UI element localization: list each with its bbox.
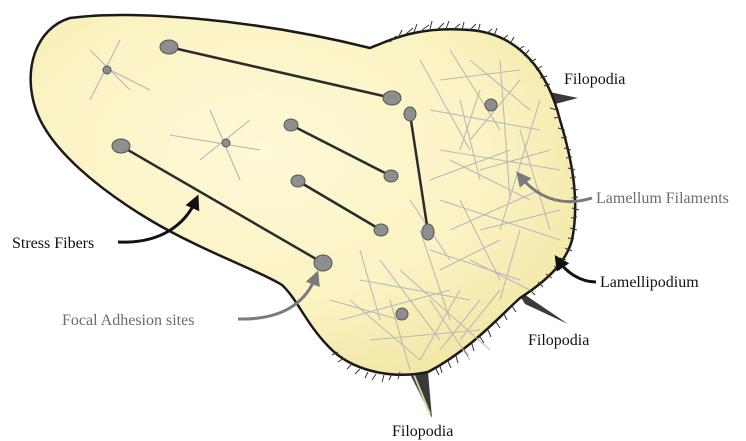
adhesion-site (112, 139, 130, 153)
adhesion-site (160, 40, 178, 54)
label-focal-adhesion-sites: Focal Adhesion sites (62, 312, 194, 329)
adhesion-site (374, 224, 388, 236)
adhesion-site (422, 224, 434, 240)
label-filopodia-bottom: Filopodia (392, 423, 453, 440)
adhesion-site (314, 255, 332, 271)
adhesion-site (396, 308, 408, 320)
lamellipodium-arrow (558, 260, 596, 282)
adhesion-site (383, 91, 401, 105)
adhesion-site (222, 139, 230, 147)
adhesion-site (404, 107, 416, 121)
label-filopodia-right: Filopodia (528, 332, 589, 349)
adhesion-site (291, 175, 305, 187)
label-lamellipodium: Lamellipodium (600, 274, 699, 291)
label-lamellum-filaments: Lamellum Filaments (596, 190, 729, 207)
adhesion-site (485, 99, 497, 111)
label-stress-fibers: Stress Fibers (12, 235, 94, 252)
adhesion-site (284, 119, 298, 131)
adhesion-site (103, 66, 111, 74)
adhesion-site (384, 170, 398, 182)
label-filopodia-top: Filopodia (564, 71, 625, 88)
